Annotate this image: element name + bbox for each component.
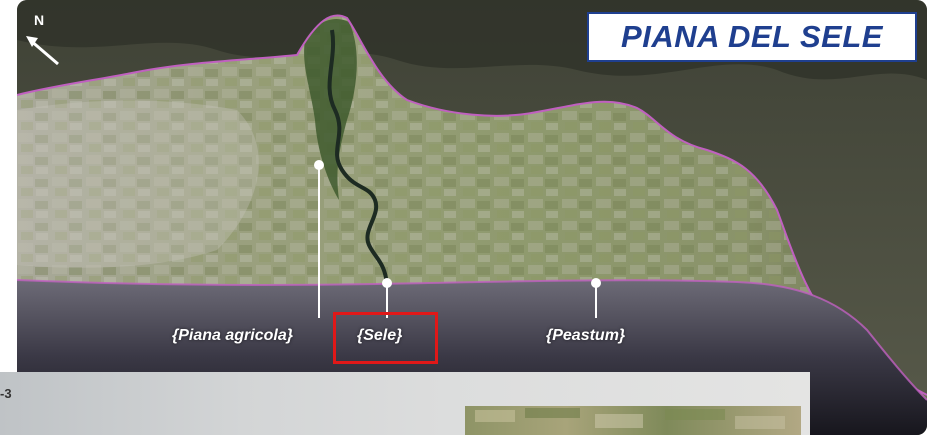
callout-label-piana-agricola: {Piana agricola} — [172, 327, 293, 344]
callout-dot-piana-agricola — [314, 160, 324, 170]
north-letter: N — [34, 12, 45, 28]
river-valley — [304, 19, 357, 201]
aerial-terrain — [17, 0, 927, 435]
coastline — [17, 279, 927, 401]
north-arrow-icon — [26, 36, 59, 66]
callout-label-peastum: {Peastum} — [546, 327, 626, 344]
inset-fields — [475, 408, 785, 429]
callout-dot-sele — [382, 278, 392, 288]
inset-aerial-thumbnail — [465, 406, 801, 435]
map-title-box: PIANA DEL SELE — [587, 12, 917, 62]
north-arrow: N — [20, 12, 64, 68]
map-title: PIANA DEL SELE — [621, 19, 883, 54]
aerial-map — [17, 0, 927, 435]
inset-label: -3 — [0, 386, 12, 401]
callout-dot-peastum — [591, 278, 601, 288]
urban-area — [17, 100, 259, 268]
sele-river — [327, 29, 389, 286]
plain-boundary — [17, 14, 927, 396]
callout-label-sele: {Sele} — [357, 327, 403, 344]
sele-highlight-box — [333, 312, 438, 364]
